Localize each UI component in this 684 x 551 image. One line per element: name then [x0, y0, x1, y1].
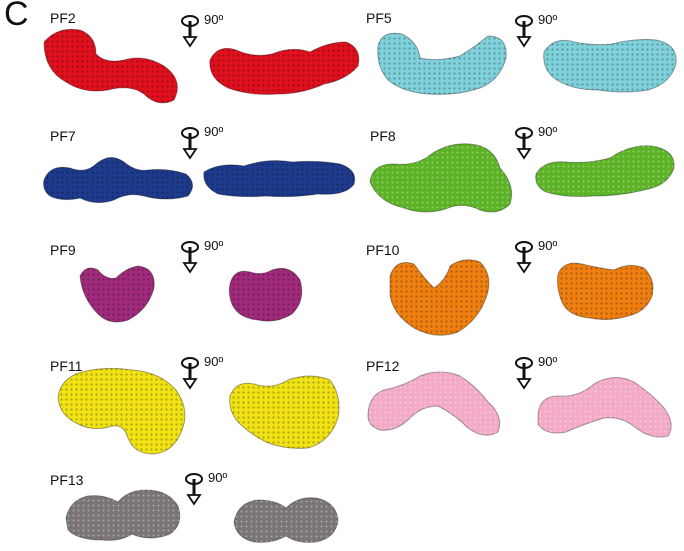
rotate-arrow-icon	[184, 470, 206, 506]
rotation-label: 90º	[208, 470, 227, 486]
rotation-label: 90º	[538, 12, 557, 28]
rotate-arrow-icon	[514, 238, 536, 274]
structure-pf8-rotated	[532, 140, 680, 200]
structure-pf5-front	[372, 26, 512, 100]
structure-pf10-front	[384, 254, 494, 340]
rotation-label: 90º	[204, 354, 223, 370]
structure-pf7-front	[40, 150, 198, 208]
label-pf5: PF5	[366, 10, 392, 26]
structure-pf11-front	[54, 362, 190, 456]
structure-pf12-rotated	[534, 370, 676, 440]
rotation-label: 90º	[204, 238, 223, 254]
structure-pf13-front	[62, 484, 184, 544]
structure-pf12-front	[364, 366, 508, 440]
panel-letter: C	[4, 0, 29, 34]
structure-pf11-rotated	[226, 370, 344, 450]
rotate-arrow-icon	[180, 238, 202, 274]
label-pf7: PF7	[50, 128, 76, 144]
structure-pf2-front	[40, 24, 185, 108]
structure-pf7-rotated	[200, 152, 360, 202]
structure-pf13-rotated	[230, 490, 342, 546]
label-pf9: PF9	[50, 242, 76, 258]
rotate-arrow-icon	[514, 354, 536, 390]
structure-pf9-rotated	[226, 262, 306, 326]
rotation-label: 90º	[538, 124, 557, 140]
structure-pf10-rotated	[554, 256, 658, 324]
rotation-label: 90º	[204, 124, 223, 140]
structure-pf8-front	[366, 136, 522, 218]
rotate-arrow-icon	[514, 12, 536, 48]
structure-pf2-rotated	[206, 38, 364, 100]
rotation-label: 90º	[538, 354, 557, 370]
structure-pf9-front	[76, 262, 160, 326]
rotation-label: 90º	[204, 12, 223, 28]
structure-pf5-rotated	[540, 32, 682, 96]
rotation-label: 90º	[538, 238, 557, 254]
